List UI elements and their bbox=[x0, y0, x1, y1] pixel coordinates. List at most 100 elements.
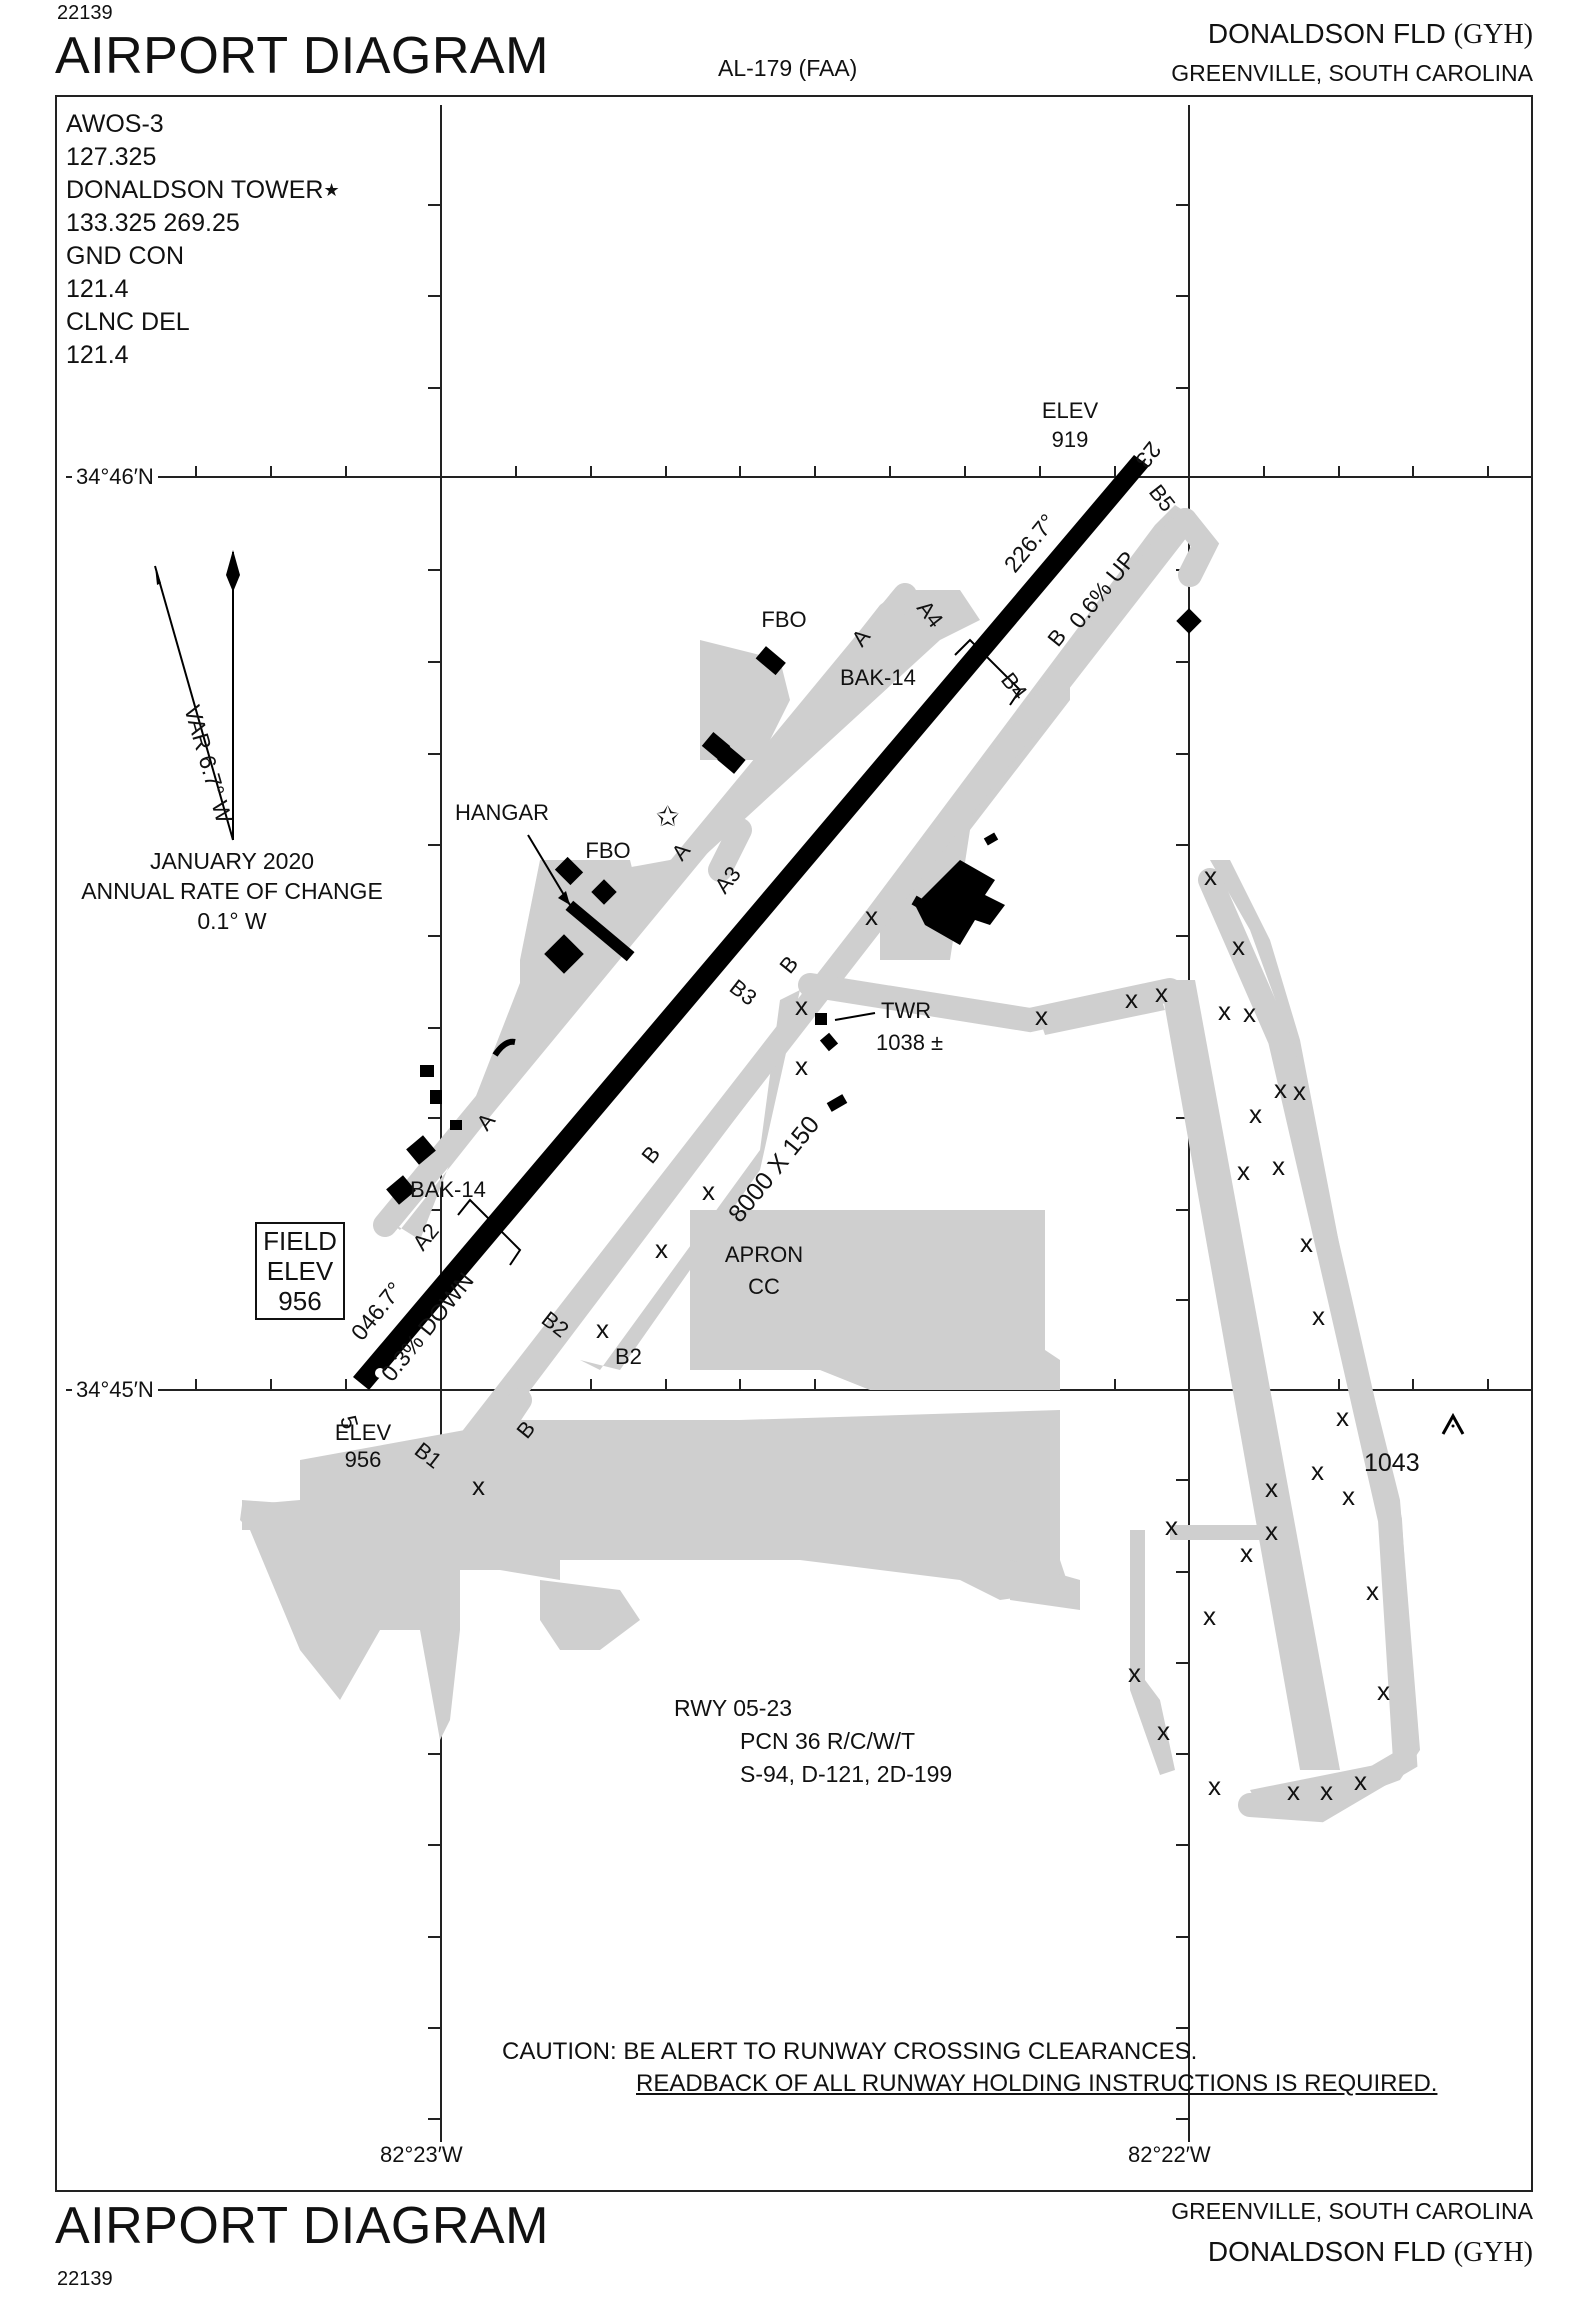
elev-value-ne: 919 bbox=[1052, 427, 1089, 452]
lat-lon-grid bbox=[66, 105, 1533, 2160]
field-elev-line2: ELEV bbox=[266, 1256, 334, 1286]
tower bbox=[815, 1013, 827, 1025]
svg-text:x: x bbox=[1336, 1402, 1349, 1432]
taxiway-centerlines bbox=[373, 508, 1418, 1823]
svg-text:x: x bbox=[1155, 978, 1168, 1008]
caution-line2: READBACK OF ALL RUNWAY HOLDING INSTRUCTI… bbox=[636, 2070, 1438, 2097]
elev-label-ne: ELEV bbox=[1042, 398, 1099, 423]
building bbox=[430, 1090, 442, 1104]
bak-14-label-sw: BAK-14 bbox=[410, 1177, 486, 1202]
field-elevation-box: FIELD ELEV 956 bbox=[255, 1222, 345, 1320]
building bbox=[406, 1135, 436, 1165]
latitude-south: 34°45′N bbox=[72, 1377, 158, 1403]
svg-text:x: x bbox=[1232, 931, 1245, 961]
apron-label: APRON bbox=[725, 1242, 803, 1267]
freq-line: AWOS-3 bbox=[66, 110, 164, 138]
building bbox=[386, 1175, 416, 1205]
airport-name: DONALDSON FLD bbox=[1207, 18, 1446, 49]
taxiway-label-b3: B3 bbox=[725, 974, 762, 1010]
east-connector-2 bbox=[1170, 1525, 1280, 1540]
svg-text:x: x bbox=[795, 991, 808, 1021]
building-arc bbox=[492, 1038, 516, 1057]
bak-14-sw bbox=[457, 1198, 522, 1266]
svg-text:x: x bbox=[865, 901, 878, 931]
taxiway-label-b: B bbox=[636, 1141, 665, 1168]
tower-star-icon: ★ bbox=[323, 180, 340, 200]
svg-text:x: x bbox=[596, 1314, 609, 1344]
south-ramp-3 bbox=[1010, 1560, 1080, 1610]
svg-text:x: x bbox=[1204, 861, 1217, 891]
building bbox=[983, 832, 999, 846]
diagram-frame bbox=[55, 95, 1533, 2192]
freq-line: 121.4 bbox=[66, 341, 129, 369]
svg-text:x: x bbox=[1287, 1776, 1300, 1806]
latitude-north: 34°46′N bbox=[72, 464, 158, 490]
building bbox=[717, 745, 746, 774]
svg-text:x: x bbox=[1240, 1538, 1253, 1568]
footer-doc-number: 22139 bbox=[57, 2268, 113, 2290]
hangar-pointer bbox=[527, 834, 571, 906]
south-ramp bbox=[240, 1410, 1070, 1740]
south-ramp-2 bbox=[540, 1580, 640, 1650]
svg-text:x: x bbox=[1265, 1473, 1278, 1503]
south-ramp-west bbox=[242, 1500, 380, 1560]
svg-text:x: x bbox=[472, 1471, 485, 1501]
field-elev-value: 956 bbox=[278, 1286, 322, 1316]
frequency-list: AWOS-3 127.325 DONALDSON TOWER★ 133.325 … bbox=[66, 108, 340, 372]
page-title: AIRPORT DIAGRAM bbox=[55, 27, 549, 85]
doc-number: 22139 bbox=[57, 2, 113, 24]
caution-note: CAUTION: BE ALERT TO RUNWAY CROSSING CLE… bbox=[502, 2036, 1437, 2100]
apron-label-cc: CC bbox=[748, 1274, 780, 1299]
svg-text:x: x bbox=[1311, 1456, 1324, 1486]
freq-line: 121.4 bbox=[66, 275, 129, 303]
building bbox=[554, 856, 584, 886]
longitude-west: 82°23′W bbox=[376, 2142, 467, 2168]
svg-text:x: x bbox=[1125, 984, 1138, 1014]
svg-text:x: x bbox=[1157, 1716, 1170, 1746]
building bbox=[826, 1094, 848, 1112]
svg-text:x: x bbox=[1300, 1228, 1313, 1258]
svg-text:x: x bbox=[1165, 1511, 1178, 1541]
east-taxiway-west bbox=[1130, 1530, 1175, 1775]
runway-05-23 bbox=[353, 455, 1149, 1390]
building bbox=[1176, 608, 1202, 634]
svg-text:x: x bbox=[1377, 1676, 1390, 1706]
airport-id: (GYH) bbox=[1453, 19, 1533, 50]
beacon-icon: ✩ bbox=[656, 801, 679, 832]
svg-text:x: x bbox=[1208, 1771, 1221, 1801]
footer-airport-id: (GYH) bbox=[1453, 2237, 1533, 2268]
hangar-complex bbox=[915, 860, 1005, 945]
building bbox=[450, 1120, 462, 1130]
hangar-row bbox=[911, 895, 969, 935]
fbo-label: FBO bbox=[585, 838, 630, 863]
bak-14-ne bbox=[954, 638, 1022, 706]
svg-text:x: x bbox=[1342, 1481, 1355, 1511]
svg-text:x: x bbox=[1218, 996, 1231, 1026]
svg-text:x: x bbox=[1203, 1601, 1216, 1631]
tower-elevation: 1038 ± bbox=[876, 1030, 943, 1055]
magnetic-date: JANUARY 2020 bbox=[149, 848, 315, 874]
apron-cc bbox=[690, 1210, 1060, 1390]
svg-text:x: x bbox=[1237, 1156, 1250, 1186]
svg-text:x: x bbox=[1243, 998, 1256, 1028]
freq-line: CLNC DEL bbox=[66, 308, 190, 336]
bak-14-label-ne: BAK-14 bbox=[840, 665, 916, 690]
footer-airport-name: DONALDSON FLD bbox=[1207, 2236, 1446, 2267]
hangar-label: HANGAR bbox=[455, 800, 549, 825]
footer-location: GREENVILLE, SOUTH CAROLINA bbox=[1171, 2198, 1533, 2224]
pcn-value: PCN 36 R/C/W/T bbox=[740, 1728, 916, 1754]
fbo-ramp bbox=[700, 640, 790, 760]
svg-text:x: x bbox=[702, 1176, 715, 1206]
building bbox=[819, 1032, 839, 1052]
elev-value-sw: 956 bbox=[345, 1447, 382, 1472]
building bbox=[420, 1065, 434, 1077]
pcn-runway: RWY 05-23 bbox=[674, 1695, 793, 1721]
arresting-gear bbox=[457, 638, 1022, 1266]
magnetic-variation: VAR 6.7° W bbox=[179, 702, 237, 826]
east-strip bbox=[1160, 980, 1340, 1770]
freq-line: DONALDSON TOWER★ bbox=[66, 176, 340, 204]
building bbox=[755, 646, 786, 676]
svg-text:x: x bbox=[1265, 1516, 1278, 1546]
